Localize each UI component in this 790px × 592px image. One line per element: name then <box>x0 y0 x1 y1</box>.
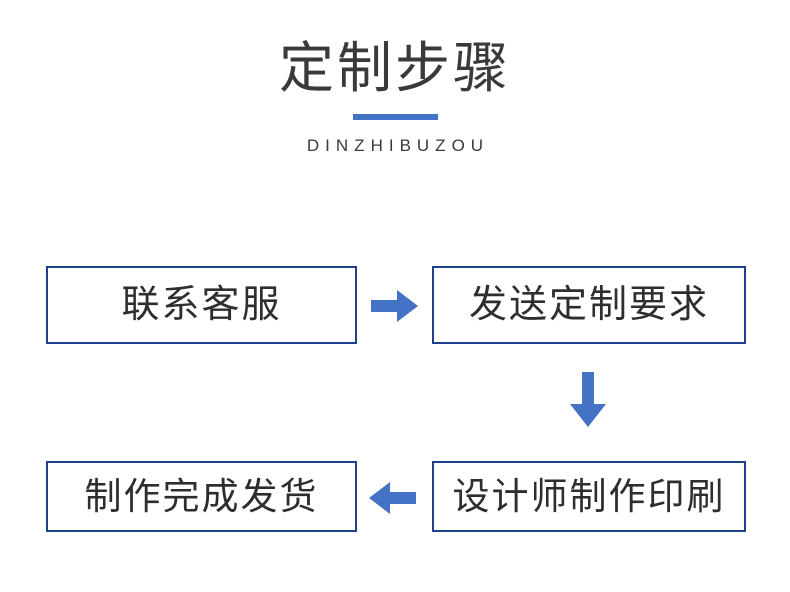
flow-step-send-request[interactable]: 发送定制要求 <box>432 266 746 344</box>
arrow-left-icon <box>369 482 416 514</box>
page-subtitle: DINZHIBUZOU <box>306 136 490 155</box>
flow-step-contact[interactable]: 联系客服 <box>46 266 357 344</box>
flow-step-label: 联系客服 <box>121 284 282 326</box>
header-block: 定制步骤 DINZHIBUZOU <box>0 36 790 156</box>
title-divider-bar <box>352 114 438 120</box>
arrow-down-icon <box>570 372 606 427</box>
flow-step-designer-print[interactable]: 设计师制作印刷 <box>432 461 746 532</box>
flow-step-ship[interactable]: 制作完成发货 <box>46 461 357 532</box>
flow-step-label: 设计师制作印刷 <box>452 475 726 517</box>
flow-step-label: 发送定制要求 <box>468 284 709 326</box>
flow-step-label: 制作完成发货 <box>84 475 319 517</box>
page-title: 定制步骤 <box>278 37 511 99</box>
arrow-right-icon <box>371 290 418 322</box>
